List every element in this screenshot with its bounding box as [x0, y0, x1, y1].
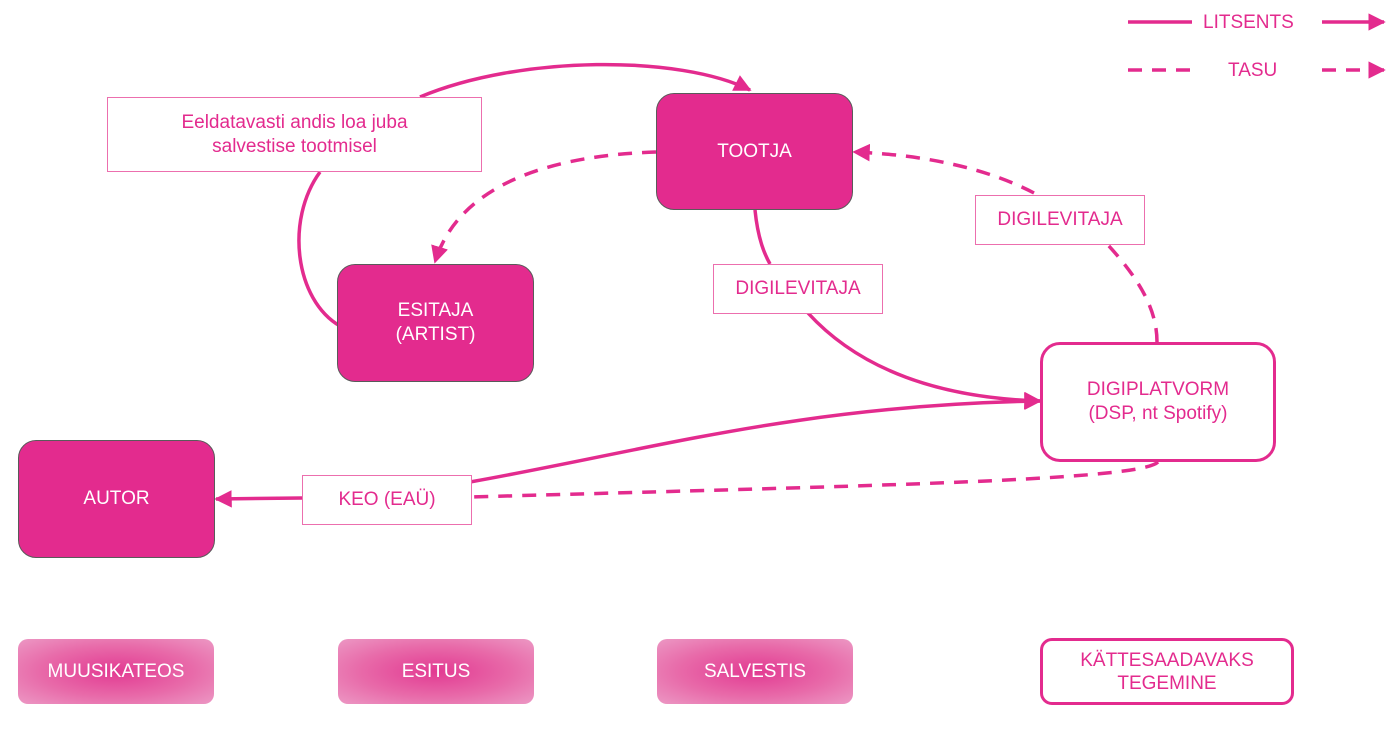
edge-tootja-digilevitaja	[753, 209, 772, 265]
edge-digiplatvorm-digilevitaja-fee	[1106, 243, 1159, 343]
edge-label-note: Eeldatavasti andis loa juba salvestise t…	[107, 97, 482, 172]
node-tootja[interactable]: TOOTJA	[656, 93, 853, 210]
edge-digilevitaja-tootja-fee	[852, 143, 1035, 195]
node-digiplatvorm-label-line2: (DSP, nt Spotify)	[1088, 403, 1228, 424]
note-line2: salvestise tootmisel	[212, 135, 377, 157]
legend-license-label: LITSENTS	[1203, 12, 1294, 33]
stage-salvestis: SALVESTIS	[657, 639, 853, 704]
edge-keo-digiplatvorm	[469, 392, 1042, 484]
edge-digiplatvorm-keo-fee	[469, 460, 1160, 499]
node-tootja-label: TOOTJA	[717, 140, 792, 162]
stage-kattesaadavaks-line1: KÄTTESAADAVAKS	[1080, 649, 1254, 671]
digilevitaja-license-text: DIGILEVITAJA	[735, 278, 861, 299]
edge-keo-autor	[214, 490, 303, 508]
stage-esitus-label: ESITUS	[401, 660, 471, 682]
stage-esitus: ESITUS	[338, 639, 534, 704]
keo-text: KEO (EAÜ)	[338, 489, 436, 510]
stage-salvestis-label: SALVESTIS	[703, 660, 807, 682]
node-autor[interactable]: AUTOR	[18, 440, 215, 558]
node-esitaja-label-line2: (ARTIST)	[395, 324, 476, 345]
edge-note-tootja	[419, 62, 752, 99]
stage-muusikateos: MUUSIKATEOS	[18, 639, 214, 704]
node-digiplatvorm[interactable]: DIGIPLATVORM (DSP, nt Spotify)	[1040, 342, 1276, 462]
edge-label-digilevitaja-license: DIGILEVITAJA	[713, 264, 883, 314]
note-line1: Eeldatavasti andis loa juba	[181, 111, 408, 133]
edge-label-digilevitaja-fee: DIGILEVITAJA	[975, 195, 1145, 245]
edge-digilevitaja-digiplatvorm	[806, 311, 1042, 410]
edge-tootja-esitaja-fee	[431, 150, 657, 264]
stage-kattesaadavaks-tegemine: KÄTTESAADAVAKS TEGEMINE	[1040, 638, 1294, 705]
node-autor-label: AUTOR	[83, 488, 150, 509]
edge-label-keo: KEO (EAÜ)	[302, 475, 472, 525]
stage-kattesaadavaks-line2: TEGEMINE	[1117, 672, 1217, 694]
stage-muusikateos-label: MUUSIKATEOS	[47, 660, 185, 682]
node-digiplatvorm-label-line1: DIGIPLATVORM	[1086, 379, 1230, 400]
digilevitaja-fee-text: DIGILEVITAJA	[997, 209, 1123, 230]
legend-fee-label: TASU	[1228, 60, 1278, 81]
edge-esitaja-note	[297, 170, 341, 328]
node-esitaja[interactable]: ESITAJA (ARTIST)	[337, 264, 534, 382]
node-esitaja-label-line1: ESITAJA	[397, 300, 474, 321]
